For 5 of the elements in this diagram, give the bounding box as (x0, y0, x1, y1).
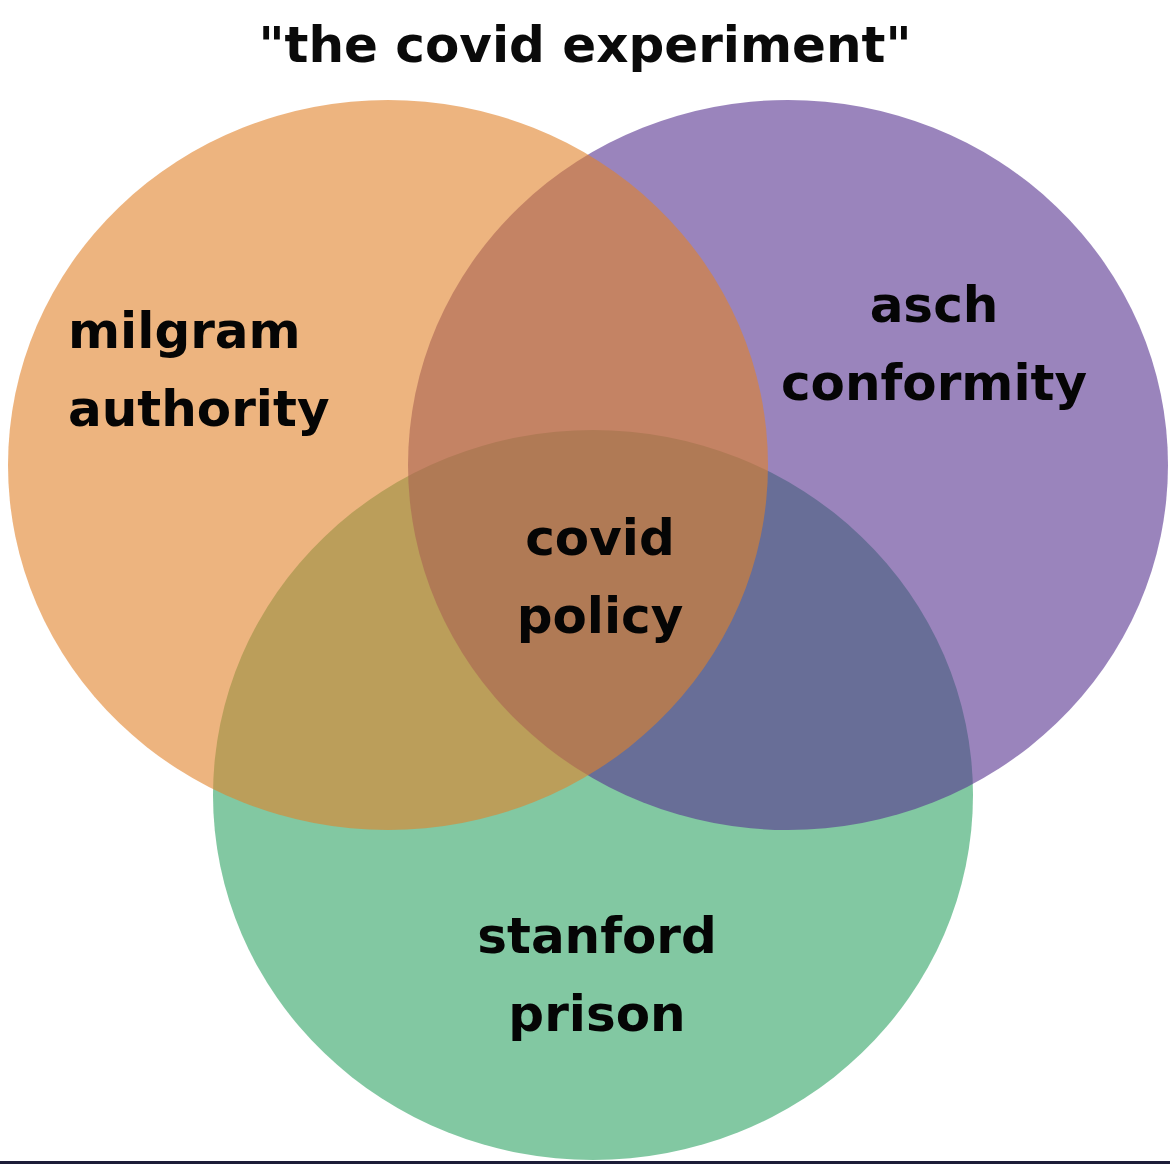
diagram-title: "the covid experiment" (257, 15, 913, 75)
circle-label: stanford prison (476, 906, 718, 1045)
circle-label: asch conformity (779, 275, 1089, 414)
circle-label: milgram authority (68, 301, 331, 440)
region-label: covid policy (515, 508, 685, 647)
